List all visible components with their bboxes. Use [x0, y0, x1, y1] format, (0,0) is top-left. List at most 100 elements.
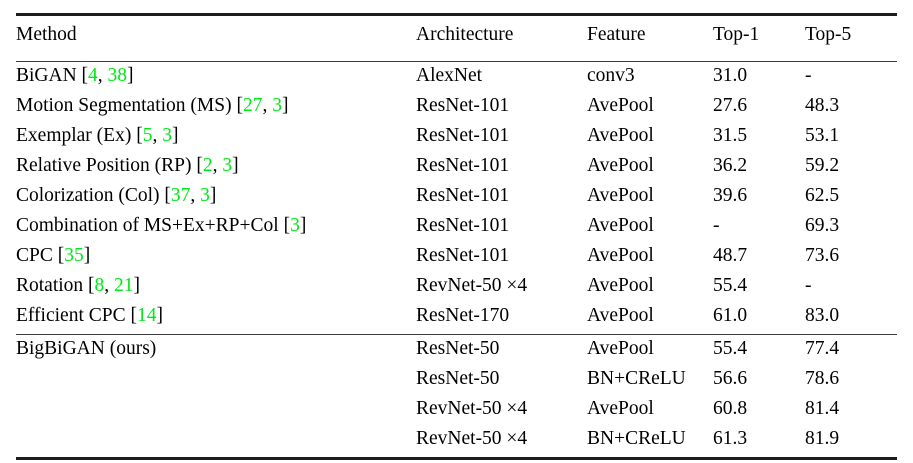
method-name: Exemplar (Ex): [16, 125, 131, 146]
method-cell: Exemplar (Ex) [5, 3]: [16, 124, 416, 154]
architecture-cell: RevNet-50 ×4: [416, 427, 587, 459]
citation-link[interactable]: 3: [200, 185, 210, 206]
method-name: Combination of MS+Ex+RP+Col: [16, 215, 279, 236]
feature-cell: AvePool: [587, 214, 713, 244]
feature-cell: BN+CReLU: [587, 367, 713, 397]
table-row: Motion Segmentation (MS) [27, 3]ResNet-1…: [16, 94, 897, 124]
citation-link[interactable]: 3: [222, 155, 232, 176]
architecture-cell: ResNet-101: [416, 94, 587, 124]
top1-cell: 56.6: [713, 367, 805, 397]
top1-cell: 61.3: [713, 427, 805, 459]
feature-cell: conv3: [587, 64, 713, 94]
top1-cell: -: [713, 214, 805, 244]
architecture-cell: ResNet-101: [416, 124, 587, 154]
top5-cell: 62.5: [805, 184, 897, 214]
feature-cell: BN+CReLU: [587, 427, 713, 459]
citation-link[interactable]: 35: [64, 245, 84, 266]
column-header-feature: Feature: [587, 19, 713, 62]
top1-cell: 31.0: [713, 64, 805, 94]
method-cell: Colorization (Col) [37, 3]: [16, 184, 416, 214]
citation-link[interactable]: 5: [143, 125, 153, 146]
method-cell: Efficient CPC [14]: [16, 304, 416, 335]
architecture-cell: ResNet-101: [416, 244, 587, 274]
top5-cell: -: [805, 274, 897, 304]
column-header-architecture: Architecture: [416, 19, 587, 62]
feature-cell: AvePool: [587, 154, 713, 184]
feature-cell: AvePool: [587, 304, 713, 335]
top5-cell: 83.0: [805, 304, 897, 335]
method-cell: Relative Position (RP) [2, 3]: [16, 154, 416, 184]
top1-cell: 48.7: [713, 244, 805, 274]
citation-link[interactable]: 3: [272, 95, 282, 116]
method-name: Colorization (Col): [16, 185, 160, 206]
top1-cell: 31.5: [713, 124, 805, 154]
citation-link[interactable]: 3: [290, 215, 300, 236]
feature-cell: AvePool: [587, 124, 713, 154]
column-header-top1: Top-1: [713, 19, 805, 62]
top5-cell: 73.6: [805, 244, 897, 274]
citation-link[interactable]: 2: [203, 155, 213, 176]
architecture-cell: ResNet-50: [416, 337, 587, 367]
feature-cell: AvePool: [587, 274, 713, 304]
top1-cell: 60.8: [713, 397, 805, 427]
citation-link[interactable]: 38: [108, 65, 128, 86]
citation-link[interactable]: 37: [171, 185, 191, 206]
top5-cell: 53.1: [805, 124, 897, 154]
citation-link[interactable]: 14: [137, 305, 157, 326]
top5-cell: 77.4: [805, 337, 897, 367]
architecture-cell: AlexNet: [416, 64, 587, 94]
top1-cell: 36.2: [713, 154, 805, 184]
method-name: Relative Position (RP): [16, 155, 192, 176]
table-row: Combination of MS+Ex+RP+Col [3]ResNet-10…: [16, 214, 897, 244]
feature-cell: AvePool: [587, 397, 713, 427]
column-header-top5: Top-5: [805, 19, 897, 62]
citation-link[interactable]: 21: [114, 275, 134, 296]
feature-cell: AvePool: [587, 337, 713, 367]
citation-link[interactable]: 4: [88, 65, 98, 86]
top5-cell: -: [805, 64, 897, 94]
column-header-method: Method: [16, 19, 416, 62]
method-name: CPC: [16, 245, 53, 266]
method-cell: CPC [35]: [16, 244, 416, 274]
method-name: Motion Segmentation (MS): [16, 95, 232, 116]
architecture-cell: ResNet-101: [416, 154, 587, 184]
top5-cell: 48.3: [805, 94, 897, 124]
horizontal-rule: [16, 459, 897, 463]
top1-cell: 27.6: [713, 94, 805, 124]
ours-method-label: BigBiGAN (ours): [16, 337, 416, 459]
top5-cell: 81.4: [805, 397, 897, 427]
method-cell: Rotation [8, 21]: [16, 274, 416, 304]
architecture-cell: ResNet-170: [416, 304, 587, 335]
method-cell: BiGAN [4, 38]: [16, 64, 416, 94]
architecture-cell: ResNet-50: [416, 367, 587, 397]
citation-link[interactable]: 3: [162, 125, 172, 146]
top5-cell: 59.2: [805, 154, 897, 184]
top1-cell: 55.4: [713, 274, 805, 304]
architecture-cell: ResNet-101: [416, 184, 587, 214]
architecture-cell: ResNet-101: [416, 214, 587, 244]
method-name: Rotation: [16, 275, 83, 296]
method-cell: Motion Segmentation (MS) [27, 3]: [16, 94, 416, 124]
top1-cell: 61.0: [713, 304, 805, 335]
method-name: Efficient CPC: [16, 305, 126, 326]
top5-cell: 78.6: [805, 367, 897, 397]
citation-link[interactable]: 27: [243, 95, 263, 116]
top5-cell: 69.3: [805, 214, 897, 244]
top1-cell: 55.4: [713, 337, 805, 367]
architecture-cell: RevNet-50 ×4: [416, 397, 587, 427]
feature-cell: AvePool: [587, 244, 713, 274]
table-bottom-rule: [16, 459, 897, 463]
top1-cell: 39.6: [713, 184, 805, 214]
citation-link[interactable]: 8: [95, 275, 105, 296]
